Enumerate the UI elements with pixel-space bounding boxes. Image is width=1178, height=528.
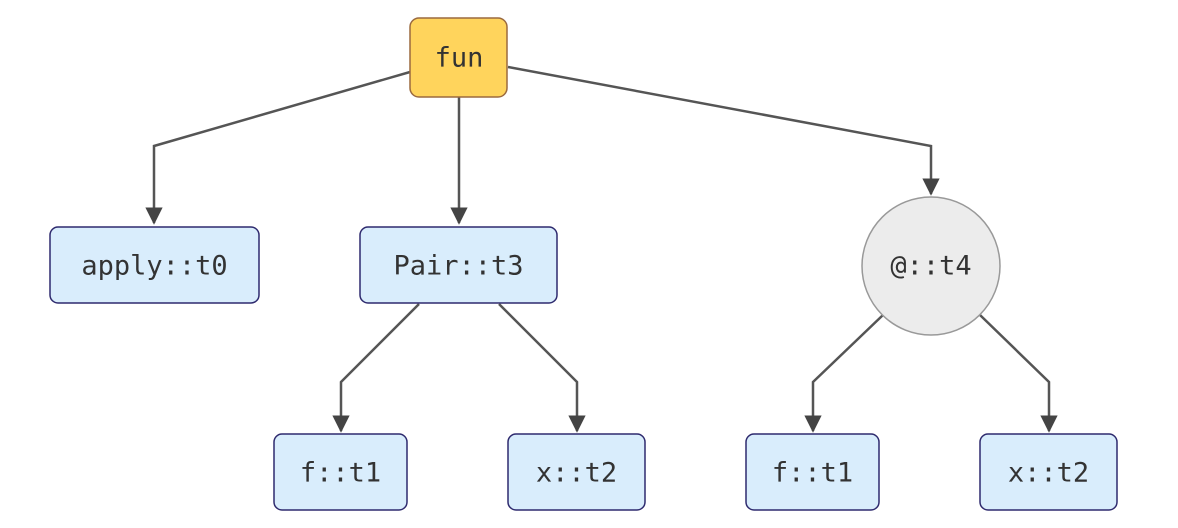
node-pair-box	[359, 226, 558, 304]
node-apply-box	[49, 226, 260, 304]
node-pair-label: Pair::t3	[393, 251, 523, 282]
node-app-x-box	[979, 433, 1118, 511]
node-pair: Pair::t3	[359, 226, 558, 304]
node-application-circle	[861, 196, 1001, 336]
node-pair-x: x::t2	[507, 433, 646, 511]
node-apply: apply::t0	[49, 226, 260, 304]
edge-pair-to-f	[332, 303, 420, 433]
node-pair-x-label: x::t2	[536, 458, 617, 489]
node-app-x-label: x::t2	[1008, 458, 1089, 489]
node-app-f: f::t1	[745, 433, 880, 511]
node-app-x: x::t2	[979, 433, 1118, 511]
node-application-label: @::t4	[890, 251, 971, 282]
node-pair-f-box	[273, 433, 408, 511]
node-pair-f-label: f::t1	[300, 458, 381, 489]
edge-app-to-x	[979, 314, 1058, 433]
node-app-f-label: f::t1	[772, 458, 853, 489]
root-node-box	[409, 17, 508, 98]
edge-fun-to-apply	[145, 70, 411, 225]
node-apply-label: apply::t0	[81, 251, 227, 282]
node-application: @::t4	[861, 196, 1001, 336]
edges	[145, 65, 1058, 433]
root-node-label: fun	[435, 43, 484, 74]
edge-pair-to-x	[498, 303, 586, 433]
node-pair-x-box	[507, 433, 646, 511]
node-pair-f: f::t1	[273, 433, 408, 511]
edge-app-to-f	[804, 314, 884, 433]
edge-fun-to-app	[507, 65, 940, 196]
node-app-f-box	[745, 433, 880, 511]
root-node-fun: fun	[409, 17, 508, 98]
